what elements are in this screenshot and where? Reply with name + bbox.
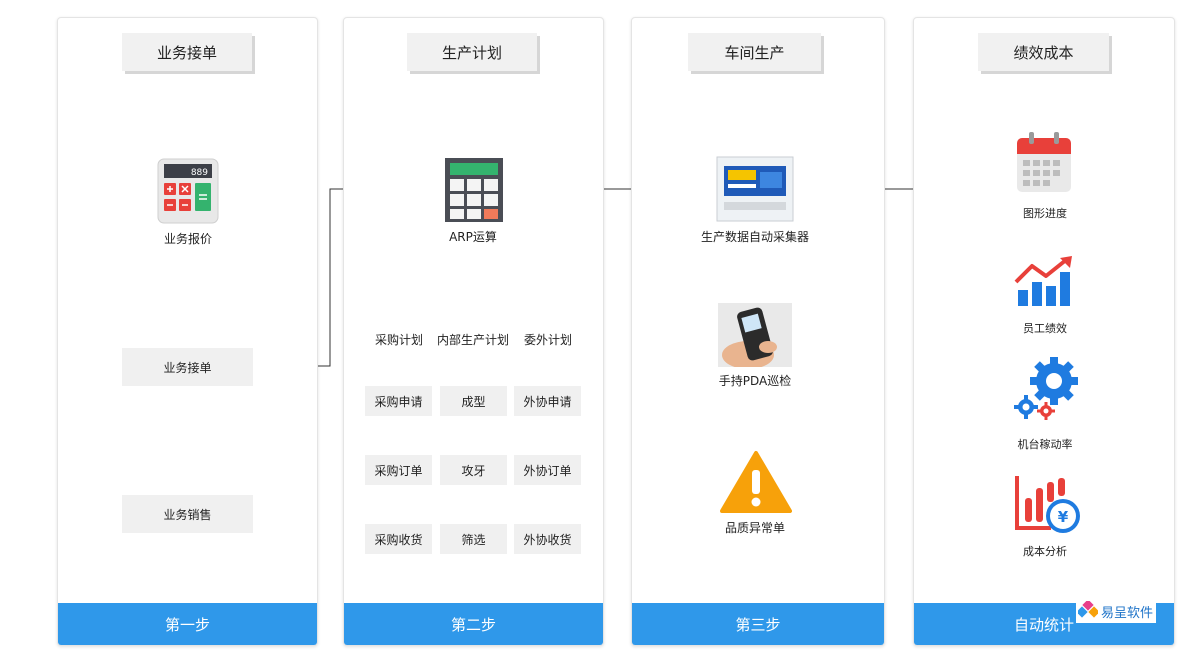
progress-chart-label: 图形进度 bbox=[1023, 207, 1067, 220]
quote-label: 业务报价 bbox=[163, 232, 212, 246]
step4-title: 绩效成本 bbox=[978, 33, 1109, 71]
gears-icon bbox=[1012, 355, 1080, 427]
warning-icon bbox=[720, 450, 792, 518]
calculator-icon: 889 bbox=[157, 158, 219, 228]
branch-head-purchase: 采购计划 bbox=[374, 333, 423, 347]
brand-logo: 易呈软件 bbox=[1076, 599, 1156, 623]
spreadsheet-icon bbox=[444, 157, 504, 227]
order-box: 业务接单 bbox=[122, 348, 253, 386]
cost-analysis-label: 成本分析 bbox=[1023, 545, 1067, 558]
step2-footer: 第二步 bbox=[344, 603, 603, 645]
rising-chart-icon bbox=[1014, 256, 1074, 312]
calendar-icon bbox=[1015, 130, 1073, 198]
step1-title: 业务接单 bbox=[122, 33, 252, 71]
branch-head-internal: 内部生产计划 bbox=[436, 333, 509, 347]
column-step1: 第一步 bbox=[57, 17, 318, 646]
logo-icon bbox=[1078, 601, 1098, 618]
purchase-receipt-box: 采购收货 bbox=[365, 524, 432, 554]
machine-utilization-label: 机台稼动率 bbox=[1017, 438, 1073, 451]
step2-title: 生产计划 bbox=[407, 33, 537, 71]
handheld-pda-icon bbox=[718, 303, 792, 371]
pda-label: 手持PDA巡检 bbox=[718, 374, 792, 388]
anomaly-label: 品质异常单 bbox=[724, 521, 785, 535]
staff-performance-label: 员工绩效 bbox=[1023, 322, 1067, 335]
step3-title: 车间生产 bbox=[688, 33, 821, 71]
forming-box: 成型 bbox=[440, 386, 507, 416]
svg-text:¥: ¥ bbox=[1058, 508, 1069, 526]
tapping-box: 攻牙 bbox=[440, 455, 507, 485]
calculator-display: 889 bbox=[191, 168, 208, 178]
logo-text: 易呈软件 bbox=[1101, 605, 1154, 621]
data-collector-icon bbox=[716, 156, 794, 226]
outsource-receipt-box: 外协收货 bbox=[514, 524, 581, 554]
branch-head-outsource: 委外计划 bbox=[523, 333, 572, 347]
collector-label: 生产数据自动采集器 bbox=[700, 230, 809, 244]
sales-box: 业务销售 bbox=[122, 495, 253, 533]
purchase-order-box: 采购订单 bbox=[365, 455, 432, 485]
cost-analysis-icon: ¥ bbox=[1013, 474, 1083, 540]
step1-footer: 第一步 bbox=[58, 603, 317, 645]
screening-box: 筛选 bbox=[440, 524, 507, 554]
purchase-request-box: 采购申请 bbox=[365, 386, 432, 416]
outsource-request-box: 外协申请 bbox=[514, 386, 581, 416]
arp-label: ARP运算 bbox=[449, 230, 497, 244]
column-step4: 自动统计 bbox=[913, 17, 1175, 646]
step3-footer: 第三步 bbox=[632, 603, 884, 645]
outsource-order-box: 外协订单 bbox=[514, 455, 581, 485]
